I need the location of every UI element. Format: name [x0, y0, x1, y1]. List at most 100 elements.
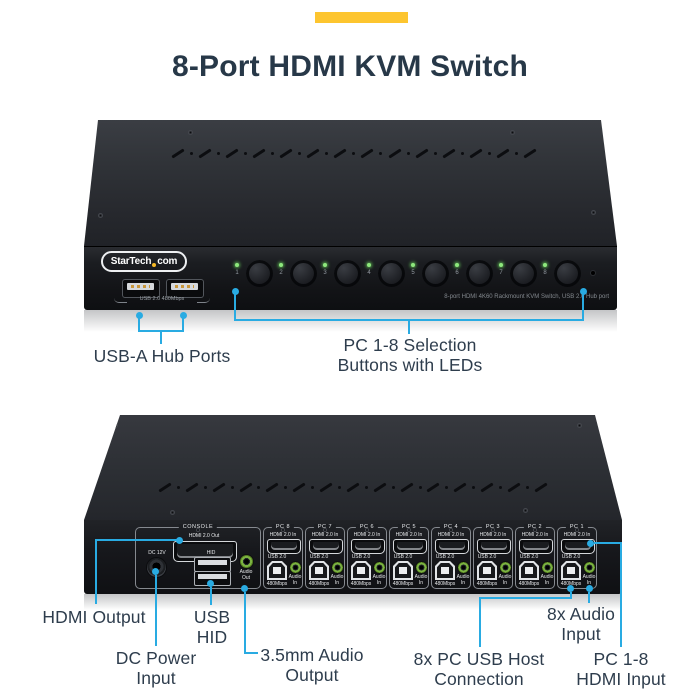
usb-b-contact — [525, 567, 533, 574]
callout-hdmi-output-label: HDMI Output — [42, 607, 146, 627]
usb-label: USB 2.0 — [351, 554, 371, 560]
callout-usb-hid-label: USB HID — [193, 607, 231, 647]
vent-slash — [171, 147, 185, 159]
usb-speed-label: 480Mbps — [308, 581, 330, 587]
vent-slash — [211, 481, 226, 493]
vent-slash — [198, 147, 212, 159]
hdmi-in-label: HDMI 2.0 In — [311, 532, 339, 538]
screw-icon — [170, 510, 175, 515]
vent-grille — [171, 145, 537, 161]
usb-speed-label: 480Mbps — [350, 581, 372, 587]
select-button-group-8: 8 — [542, 260, 582, 292]
hdmi-in-port — [435, 539, 469, 554]
usb-label: USB 2.0 — [267, 554, 287, 560]
screw-icon — [281, 528, 285, 532]
vent-dot — [487, 151, 491, 155]
callout-line — [244, 592, 246, 654]
hdmi-in-label: HDMI 2.0 In — [437, 532, 465, 538]
hdmi-out-label: HDMI 2.0 Out — [188, 533, 220, 539]
audio-in-label: Audio In — [540, 574, 554, 586]
callout-dot — [232, 288, 239, 295]
usb-label: USB 2.0 — [519, 554, 539, 560]
select-button — [378, 260, 405, 287]
pc-section-pc-7: PC 7 HDMI 2.0 In USB 2.0 480Mbps Audio I… — [305, 524, 345, 589]
pc-section-label: PC 5 — [397, 524, 421, 530]
audio-out-label: Audio Out — [239, 569, 253, 581]
dc-power-label: DC 12V — [148, 550, 166, 556]
callout-line — [620, 542, 622, 647]
pc-section-label: PC 3 — [481, 524, 505, 530]
callout-line — [244, 652, 258, 654]
usb-a-hub-port-2 — [166, 279, 204, 298]
callout-line — [408, 319, 410, 334]
hdmi-in-label: HDMI 2.0 In — [353, 532, 381, 538]
button-number: 7 — [499, 270, 503, 276]
pc-section-pc-1: PC 1 HDMI 2.0 In USB 2.0 480Mbps Audio I… — [557, 524, 597, 589]
hdmi-in-port — [309, 539, 343, 554]
audio-in-label: Audio In — [330, 574, 344, 586]
usb-speed-label: 480Mbps — [560, 581, 582, 587]
select-button — [422, 260, 449, 287]
vent-slash — [480, 481, 494, 493]
vent-dot — [391, 485, 395, 489]
button-number: 2 — [279, 270, 283, 276]
select-button-group-1: 1 — [234, 260, 274, 292]
audio-in-jack — [374, 562, 385, 573]
audio-in-jack — [290, 562, 301, 573]
usb-b-contact — [483, 567, 491, 574]
vent-slash — [496, 147, 510, 159]
callout-audio-output-label: 3.5mm Audio Output — [260, 645, 364, 685]
select-button — [246, 260, 273, 287]
select-button-group-2: 2 — [278, 260, 318, 292]
pc-section-pc-2: PC 2 HDMI 2.0 In USB 2.0 480Mbps Audio I… — [515, 524, 555, 589]
callout-dot — [136, 312, 143, 319]
select-button-group-6: 6 — [454, 260, 494, 292]
vent-dot — [257, 485, 261, 489]
vent-slash — [373, 481, 387, 493]
audio-in-jack — [542, 562, 553, 573]
hdmi-in-label: HDMI 2.0 In — [395, 532, 423, 538]
pc-section-label: PC 8 — [271, 524, 295, 530]
button-number: 4 — [367, 270, 371, 276]
callout-line — [182, 318, 184, 332]
usb-hid-label: HID — [206, 550, 216, 556]
vent-dot — [406, 151, 410, 155]
vent-dot — [244, 151, 248, 155]
pc-section-label: PC 1 — [565, 524, 589, 530]
usb-speed-label: 480Mbps — [476, 581, 498, 587]
callout-dot — [207, 580, 214, 587]
vent-grille — [158, 479, 548, 495]
vent-slash — [426, 481, 441, 493]
screw-icon — [591, 210, 596, 215]
callout-line — [479, 597, 572, 599]
select-button — [554, 260, 581, 287]
usb-hid-port-1 — [194, 557, 231, 572]
callout-dot — [176, 537, 183, 544]
select-button — [334, 260, 361, 287]
hdmi-in-port — [267, 539, 301, 554]
console-section-label: CONSOLE — [178, 524, 218, 530]
screw-icon — [523, 508, 528, 513]
hdmi-in-port — [561, 539, 595, 554]
usb-speed-label: 480Mbps — [392, 581, 414, 587]
usb-b-host-port — [393, 561, 413, 580]
vent-slash — [534, 481, 548, 493]
usb-label: USB 2.0 — [561, 554, 581, 560]
vent-dot — [418, 485, 422, 489]
vent-slash — [279, 147, 293, 159]
callout-selection-buttons-label: PC 1-8 Selection Buttons with LEDs — [337, 335, 483, 375]
vent-slash — [319, 481, 333, 493]
callout-dot — [587, 540, 594, 547]
vent-slash — [346, 481, 360, 493]
vent-dot — [217, 151, 221, 155]
callout-usb-hub-label: USB-A Hub Ports — [93, 346, 231, 366]
audio-in-jack — [584, 562, 595, 573]
led-indicator — [279, 263, 283, 267]
vent-dot — [271, 151, 275, 155]
vent-dot — [433, 151, 437, 155]
usb-b-host-port — [351, 561, 371, 580]
callout-line — [138, 318, 140, 332]
hdmi-in-label: HDMI 2.0 In — [521, 532, 549, 538]
button-number: 1 — [235, 270, 239, 276]
led-indicator — [499, 263, 503, 267]
